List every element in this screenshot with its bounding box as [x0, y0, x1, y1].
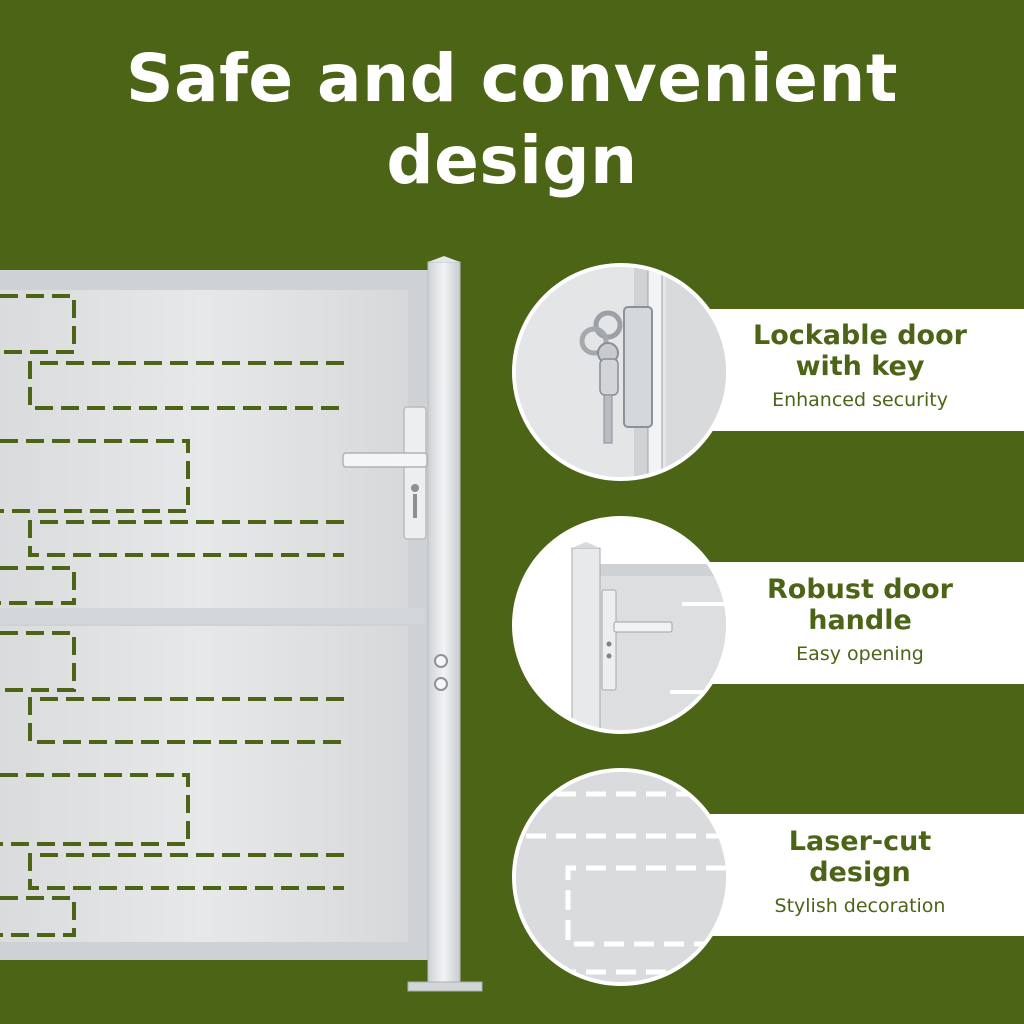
feature-title-handle-line1: Robust door	[766, 574, 953, 605]
feature-title-handle-line2: handle	[808, 605, 912, 636]
feature-subtitle-lasercut: Stylish decoration	[774, 895, 946, 917]
feature-text-lasercut: Laser-cut design Stylish decoration	[700, 826, 1020, 918]
door-handle-closeup-icon	[512, 516, 730, 734]
gate-handle	[342, 406, 428, 540]
feature-title-lasercut-line1: Laser-cut	[788, 826, 932, 857]
laser-cut-pattern-lower	[0, 631, 344, 937]
feature-title-lock-line2: with key	[795, 351, 925, 382]
laser-cut-pattern-closeup-icon	[512, 768, 730, 986]
gate-panel-upper	[0, 290, 408, 608]
page-title: Safe and convenient design	[0, 38, 1024, 202]
feature-title-lock-line1: Lockable door	[753, 320, 967, 351]
page-title-line1: Safe and convenient	[126, 40, 898, 117]
gate-post	[407, 256, 483, 992]
page-title-line2: design	[386, 122, 638, 199]
feature-title-handle: Robust door handle	[700, 574, 1020, 636]
feature-title-lock: Lockable door with key	[700, 320, 1020, 382]
feature-title-lasercut-line2: design	[809, 857, 911, 888]
feature-subtitle-lock: Enhanced security	[772, 389, 948, 411]
feature-text-handle: Robust door handle Easy opening	[700, 574, 1020, 666]
gate-middle-rail	[0, 608, 425, 624]
feature-title-lasercut: Laser-cut design	[700, 826, 1020, 888]
lock-key-closeup-icon	[512, 263, 730, 481]
laser-cut-pattern-upper	[0, 294, 344, 605]
gate-panel-lower	[0, 626, 408, 942]
feature-text-lock: Lockable door with key Enhanced security	[700, 320, 1020, 412]
feature-subtitle-handle: Easy opening	[796, 643, 924, 665]
